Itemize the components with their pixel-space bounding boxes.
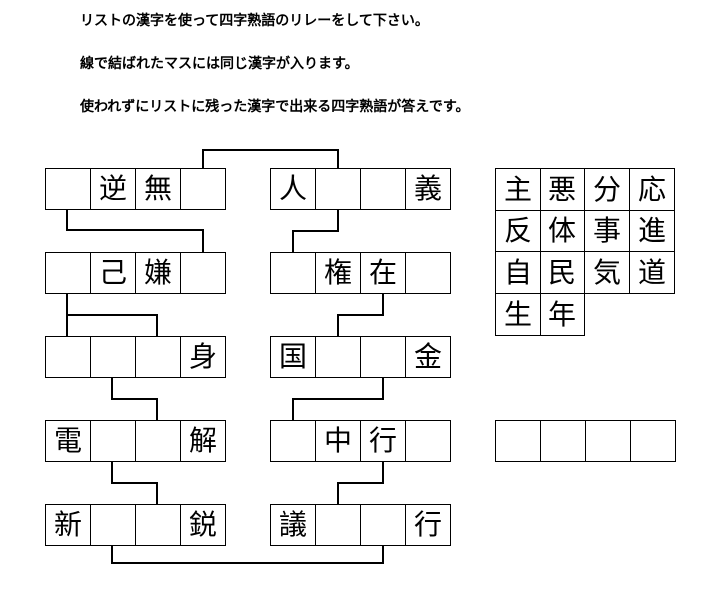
- kanji-cell[interactable]: [271, 253, 316, 294]
- kanji-cell[interactable]: 人: [271, 169, 316, 210]
- kanji-cell[interactable]: 行: [406, 505, 451, 546]
- kanji-list-item: 悪: [540, 168, 585, 211]
- connector-line: [111, 546, 384, 564]
- kanji-list-item: 自: [495, 252, 541, 294]
- kanji-cell[interactable]: 国: [271, 337, 316, 378]
- connector-line: [337, 462, 384, 504]
- kanji-cell[interactable]: [361, 337, 406, 378]
- kanji-cell[interactable]: [91, 337, 136, 378]
- kanji-cell[interactable]: 嫌: [136, 253, 181, 294]
- kanji-cell[interactable]: 電: [46, 421, 91, 462]
- left-row-1: 逆 無: [45, 168, 226, 210]
- kanji-list-item: 主: [495, 168, 541, 211]
- kanji-list-item: 生: [495, 294, 541, 336]
- kanji-list-item: 民: [540, 252, 585, 294]
- kanji-cell[interactable]: [271, 421, 316, 462]
- answer-row: [495, 420, 676, 462]
- left-row-3: 身: [45, 336, 226, 378]
- kanji-cell[interactable]: 身: [181, 337, 226, 378]
- kanji-cell[interactable]: [361, 169, 406, 210]
- left-row-4: 電 解: [45, 420, 226, 462]
- kanji-cell[interactable]: [91, 421, 136, 462]
- instruction-line-3: 使われずにリストに残った漢字で出来る四字熟語が答えです。: [80, 99, 470, 115]
- kanji-cell[interactable]: [316, 505, 361, 546]
- kanji-cell[interactable]: [361, 505, 406, 546]
- left-row-2: 己 嫌: [45, 252, 226, 294]
- connector-line: [111, 462, 158, 504]
- kanji-list-item: 年: [540, 294, 585, 336]
- kanji-cell[interactable]: [136, 421, 181, 462]
- kanji-cell[interactable]: [181, 253, 226, 294]
- kanji-cell[interactable]: 己: [91, 253, 136, 294]
- kanji-list-item: 応: [630, 168, 675, 211]
- instruction-line-1: リストの漢字を使って四字熟語のリレーをして下さい。: [80, 13, 429, 29]
- kanji-list-item: 事: [585, 210, 630, 252]
- kanji-cell[interactable]: [46, 253, 91, 294]
- kanji-list-item: 気: [585, 252, 630, 294]
- kanji-list-item: 進: [630, 210, 675, 252]
- kanji-cell[interactable]: [46, 169, 91, 210]
- answer-cell[interactable]: [631, 421, 676, 462]
- kanji-cell[interactable]: 無: [136, 169, 181, 210]
- connector-line: [202, 149, 339, 168]
- kanji-cell[interactable]: 行: [361, 421, 406, 462]
- connector-line: [111, 378, 158, 420]
- answer-cell[interactable]: [541, 421, 586, 462]
- kanji-cell[interactable]: 議: [271, 505, 316, 546]
- kanji-cell[interactable]: 解: [181, 421, 226, 462]
- answer-cell[interactable]: [586, 421, 631, 462]
- kanji-list: 主 悪 分 応 反 体 事 進 自 民 気 道 生 年: [495, 168, 675, 336]
- kanji-list-item: 体: [540, 210, 585, 252]
- kanji-cell[interactable]: [316, 337, 361, 378]
- kanji-cell[interactable]: [136, 505, 181, 546]
- right-row-1: 人 義: [270, 168, 451, 210]
- kanji-cell[interactable]: 義: [406, 169, 451, 210]
- kanji-cell[interactable]: [136, 337, 181, 378]
- kanji-list-item: 反: [495, 210, 541, 252]
- kanji-cell[interactable]: 逆: [91, 169, 136, 210]
- instruction-line-2: 線で結ばれたマスには同じ漢字が入ります。: [80, 56, 359, 72]
- connector-line: [67, 314, 158, 336]
- kanji-cell[interactable]: [316, 169, 361, 210]
- kanji-cell[interactable]: 鋭: [181, 505, 226, 546]
- connector-line: [292, 210, 339, 252]
- connector-line: [337, 294, 384, 336]
- kanji-cell[interactable]: [406, 253, 451, 294]
- kanji-list-item: 分: [585, 168, 630, 211]
- connector-line: [292, 378, 384, 420]
- kanji-cell[interactable]: 権: [316, 253, 361, 294]
- kanji-cell[interactable]: [406, 421, 451, 462]
- right-row-3: 国 金: [270, 336, 451, 378]
- kanji-cell[interactable]: [181, 169, 226, 210]
- left-row-5: 新 鋭: [45, 504, 226, 546]
- kanji-cell[interactable]: [46, 337, 91, 378]
- kanji-cell[interactable]: 新: [46, 505, 91, 546]
- kanji-cell[interactable]: [91, 505, 136, 546]
- right-row-4: 中 行: [270, 420, 451, 462]
- connector-line: [66, 210, 204, 252]
- right-row-5: 議 行: [270, 504, 451, 546]
- right-row-2: 権 在: [270, 252, 451, 294]
- kanji-cell[interactable]: 中: [316, 421, 361, 462]
- kanji-list-item: 道: [630, 252, 675, 294]
- kanji-cell[interactable]: 金: [406, 337, 451, 378]
- answer-cell[interactable]: [496, 421, 541, 462]
- kanji-cell[interactable]: 在: [361, 253, 406, 294]
